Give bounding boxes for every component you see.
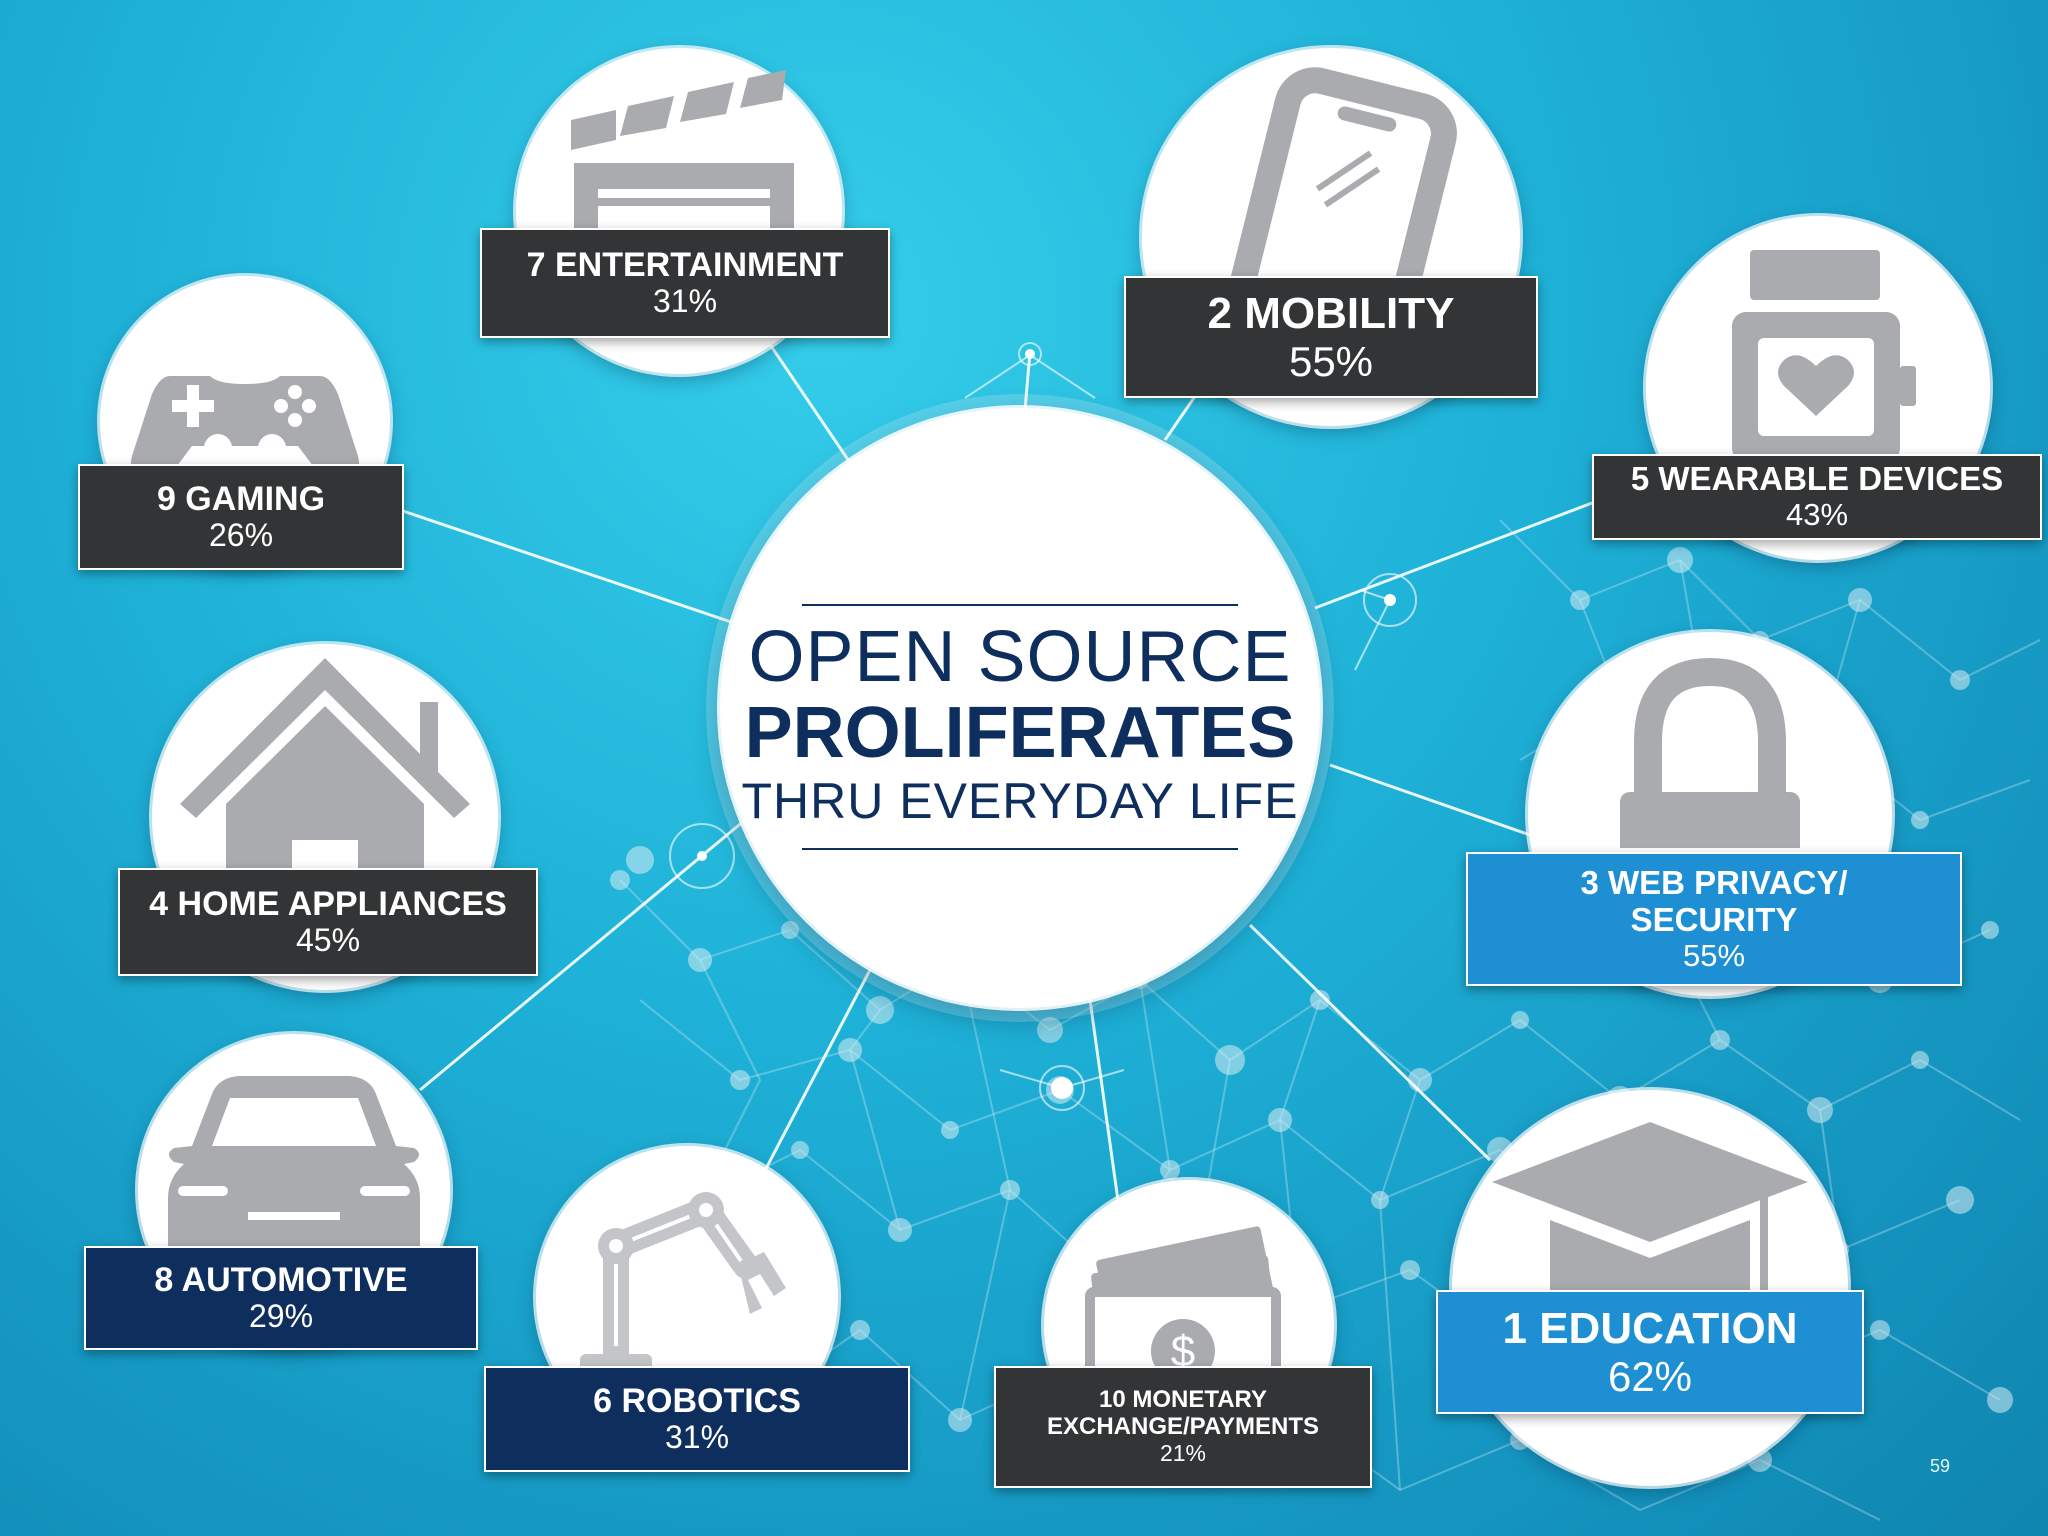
monetary-label-box: 10 MONETARY EXCHANGE/PAYMENTS 21% bbox=[994, 1366, 1372, 1488]
education-label-box: 1 EDUCATION 62% bbox=[1436, 1290, 1864, 1414]
center-circle: OPEN SOURCE PROLIFERATES THRU EVERYDAY L… bbox=[720, 408, 1320, 1008]
robotics-label: 6 ROBOTICS bbox=[593, 1382, 801, 1421]
page-number: 59 bbox=[1930, 1456, 1951, 1476]
home-value: 45% bbox=[295, 922, 361, 959]
center-title-line1: OPEN SOURCE bbox=[748, 617, 1292, 697]
center-top-rule bbox=[802, 604, 1238, 606]
entertainment-value: 31% bbox=[652, 283, 718, 320]
education-value: 62% bbox=[1607, 1353, 1693, 1401]
security-label-line2: SECURITY bbox=[1630, 900, 1798, 938]
mobility-value: 55% bbox=[1288, 338, 1374, 386]
gamepad-icon bbox=[130, 376, 360, 487]
education-label: 1 EDUCATION bbox=[1502, 1303, 1798, 1353]
mobility-label: 2 MOBILITY bbox=[1207, 288, 1455, 338]
automotive-label-box: 8 AUTOMOTIVE 29% bbox=[84, 1246, 478, 1350]
center-bottom-rule bbox=[802, 848, 1238, 850]
gaming-label-box: 9 GAMING 26% bbox=[78, 464, 404, 570]
education-circle bbox=[1452, 1090, 1848, 1486]
monetary-value: 21% bbox=[1159, 1440, 1207, 1466]
robotics-label-box: 6 ROBOTICS 31% bbox=[484, 1366, 910, 1472]
monetary-label-line1: 10 MONETARY bbox=[1098, 1386, 1268, 1414]
wearable-label: 5 WEARABLE DEVICES bbox=[1630, 460, 2004, 498]
gaming-label: 9 GAMING bbox=[156, 480, 326, 519]
center-title-line3: THRU EVERYDAY LIFE bbox=[741, 773, 1299, 829]
entertainment-label-box: 7 ENTERTAINMENT 31% bbox=[480, 228, 890, 338]
home-label-box: 4 HOME APPLIANCES 45% bbox=[118, 868, 538, 976]
gaming-value: 26% bbox=[208, 517, 274, 554]
graduation-cap-icon bbox=[1492, 1122, 1808, 1340]
security-label-line1: 3 WEB PRIVACY/ bbox=[1580, 863, 1848, 901]
car-icon bbox=[168, 1076, 420, 1270]
security-label-box: 3 WEB PRIVACY/ SECURITY 55% bbox=[1466, 852, 1962, 986]
home-label: 4 HOME APPLIANCES bbox=[149, 885, 507, 924]
monetary-label-line2: EXCHANGE/PAYMENTS bbox=[1046, 1413, 1320, 1441]
mobility-label-box: 2 MOBILITY 55% bbox=[1124, 276, 1538, 398]
wearable-value: 43% bbox=[1785, 497, 1849, 533]
wearable-label-box: 5 WEARABLE DEVICES 43% bbox=[1592, 454, 2042, 540]
automotive-label: 8 AUTOMOTIVE bbox=[154, 1261, 408, 1300]
robotics-value: 31% bbox=[664, 1419, 730, 1456]
security-value: 55% bbox=[1682, 937, 1746, 973]
automotive-value: 29% bbox=[248, 1298, 314, 1335]
center-title-line2: PROLIFERATES bbox=[744, 693, 1296, 773]
entertainment-label: 7 ENTERTAINMENT bbox=[526, 246, 844, 285]
